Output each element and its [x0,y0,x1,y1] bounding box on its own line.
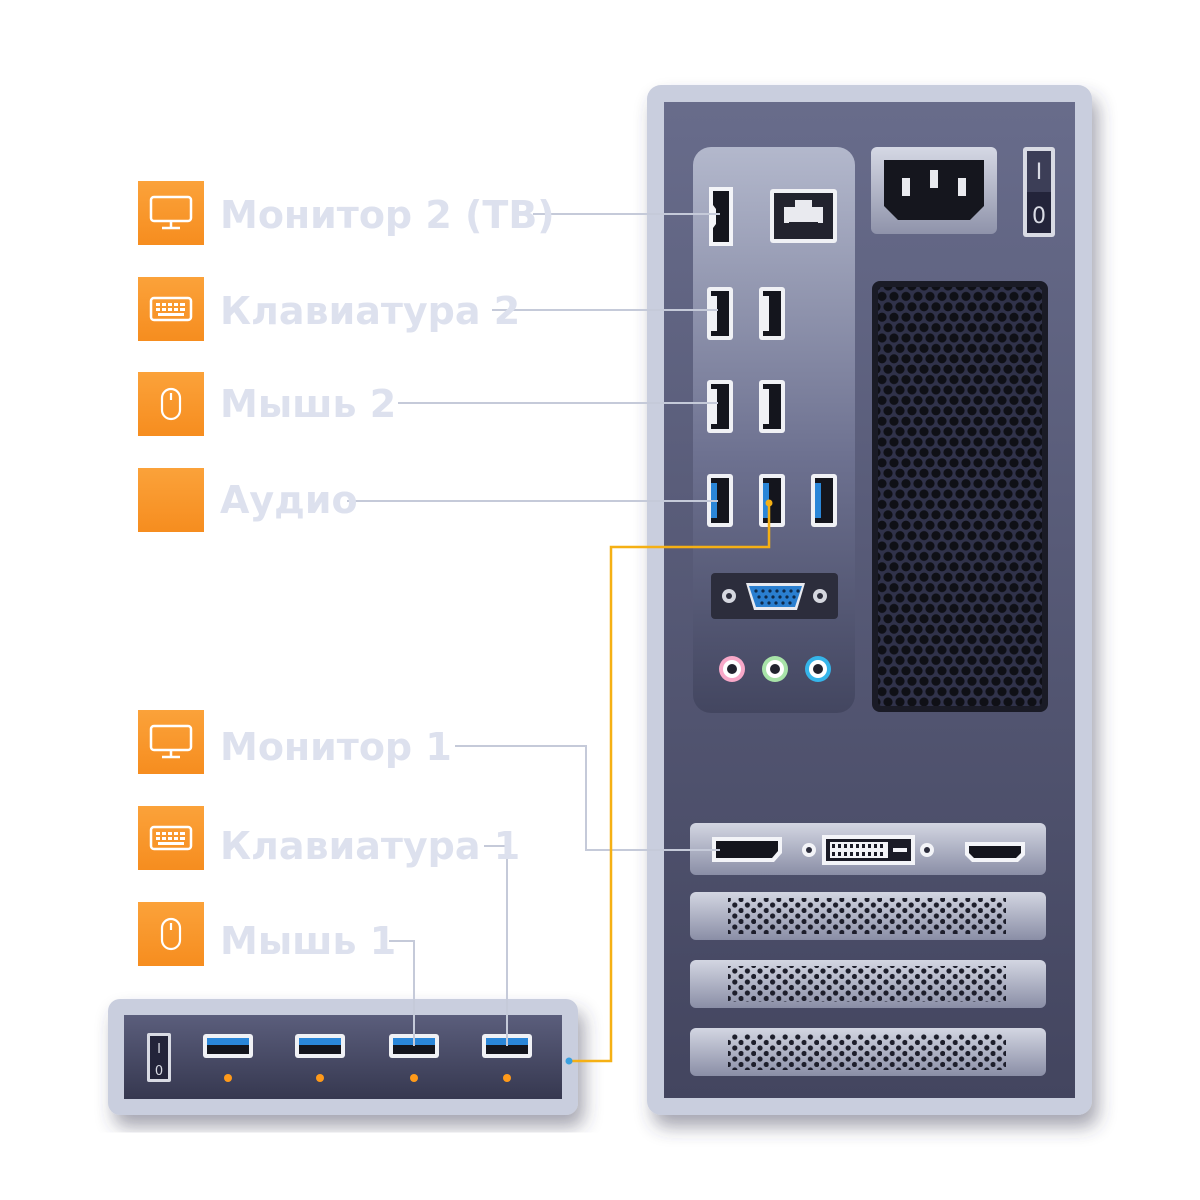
ethernet-port[interactable] [770,189,837,243]
hub-uplink-port-dot [565,1057,573,1065]
wire-monitor-1 [455,745,720,851]
hub-usb3-port[interactable] [295,1034,345,1082]
mouse-1-tile [138,902,204,966]
keyboard-2-tile [138,277,204,341]
io-panel [693,147,855,713]
wire-mouse-1 [389,940,415,1046]
gpu-bracket [690,823,1046,875]
computer-rear-panel: I 0 [647,85,1092,1115]
vga-port[interactable] [711,573,838,619]
hdmi-port-horizontal[interactable] [965,842,1025,862]
usb3-port[interactable] [759,474,785,527]
monitor-2-tile [138,181,204,245]
power-switch-on-mark: I [1036,160,1043,185]
uplink-usb-port-dot [765,499,773,507]
power-switch[interactable]: I 0 [1023,147,1055,237]
monitor-icon [149,724,193,759]
fan-grille [872,281,1048,712]
keyboard-2-label: Клавиатура 2 [220,289,521,333]
usb-port[interactable] [707,287,733,340]
audio-jack-blue[interactable] [805,656,831,682]
monitor-icon [149,195,193,230]
hdmi-port-vertical[interactable] [709,187,733,246]
audio-label: Аудио [220,478,358,522]
expansion-slot-cover [690,1028,1046,1076]
wires [347,213,773,1065]
wire-keyboard-1 [484,845,508,1046]
expansion-slot-cover [690,960,1046,1008]
wire-hub-uplink [570,503,771,1063]
keyboard-icon [149,296,193,322]
usb-port[interactable] [707,380,733,433]
monitor-1-tile [138,710,204,774]
monitor-1-label: Монитор 1 [220,725,452,769]
usb3-port-row [707,474,837,527]
hub-usb3-port[interactable] [203,1034,253,1082]
keyboard-1-label: Клавиатура 1 [220,824,521,868]
keyboard-icon [149,825,193,851]
dvi-port[interactable] [802,835,934,865]
usb-port-row-1 [707,287,785,340]
audio-tile [138,468,204,532]
usb-port[interactable] [759,287,785,340]
mouse-2-label: Мышь 2 [220,382,397,426]
keyboard-1-tile [138,806,204,870]
mouse-icon [160,387,182,421]
hub-switch-on-mark: I [157,1042,161,1057]
audio-jack-pink[interactable] [719,656,745,682]
hub-power-switch[interactable]: I 0 [147,1033,171,1082]
expansion-slot-cover [690,892,1046,940]
audio-jacks [719,656,831,682]
mouse-icon [160,917,182,951]
power-socket[interactable] [871,147,997,234]
usb-port[interactable] [759,380,785,433]
mouse-2-tile [138,372,204,436]
hub-switch-off-mark: 0 [155,1064,163,1079]
mouse-1-label: Мышь 1 [220,919,397,963]
usb3-port[interactable] [811,474,837,527]
audio-jack-green[interactable] [762,656,788,682]
power-switch-off-mark: 0 [1032,204,1046,229]
monitor-2-label: Монитор 2 (ТВ) [220,193,555,237]
displayport-port[interactable] [712,837,782,862]
usb-port-row-2 [707,380,785,433]
